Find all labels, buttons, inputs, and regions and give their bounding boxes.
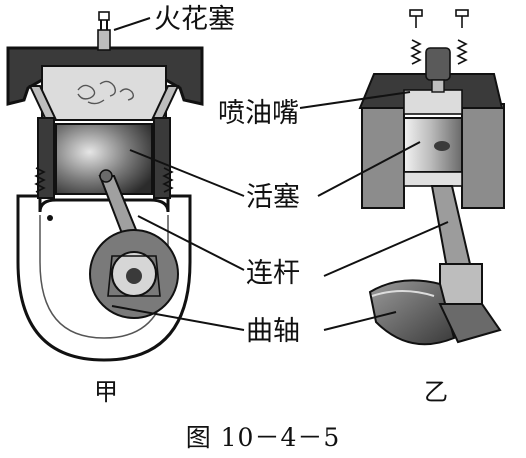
- combustion-chamber-right: [403, 89, 463, 115]
- cylinder-wall-right-a: [361, 103, 405, 209]
- leader-rod-right: [323, 221, 449, 277]
- leader-crank-right: [323, 311, 397, 331]
- wrist-pin-left: [99, 169, 113, 183]
- cylinder-wall-left-b: [153, 117, 171, 199]
- label-connecting-rod: 连杆: [246, 258, 300, 289]
- leader-lines: [111, 17, 449, 331]
- cylinder-wall-right-b: [461, 103, 505, 209]
- valve-spring-left-b: [162, 167, 174, 193]
- figure-caption: 图 10－4－5: [186, 423, 341, 452]
- cylinder-wall-left-a: [37, 117, 55, 199]
- leader-spark-plug: [113, 17, 151, 31]
- leader-piston-left: [129, 149, 245, 197]
- leader-fuel-injector: [299, 91, 411, 109]
- engine-left-gasoline: [6, 11, 204, 362]
- valve-left-intake: [28, 85, 58, 121]
- engine-name-right: 乙: [424, 378, 448, 406]
- engine-name-left: 甲: [94, 378, 118, 406]
- label-piston: 活塞: [246, 182, 300, 213]
- spark-plug-left: [97, 11, 111, 51]
- valve-spring-left-a: [34, 167, 46, 193]
- crankcase-bolt-left: [47, 215, 53, 221]
- crankshaft-right: [368, 263, 502, 346]
- engine-right-diesel: [358, 9, 505, 346]
- combustion-chamber-left: [41, 65, 167, 121]
- piston-skirt-right: [403, 171, 463, 187]
- leader-piston-right: [317, 141, 421, 197]
- fuel-injector-right: [425, 47, 451, 93]
- label-crankshaft: 曲轴: [246, 316, 300, 347]
- valve-springs-right: [409, 9, 469, 65]
- crankshaft-left: [89, 229, 179, 319]
- combustion-swirl-left: [77, 80, 135, 105]
- leader-rod-left: [137, 215, 245, 271]
- wrist-pin-right: [434, 141, 450, 151]
- label-spark-plug: 火花塞: [154, 4, 235, 35]
- valve-left-exhaust: [150, 85, 180, 121]
- label-fuel-injector: 喷油嘴: [218, 98, 299, 129]
- leader-crank-left: [111, 305, 245, 331]
